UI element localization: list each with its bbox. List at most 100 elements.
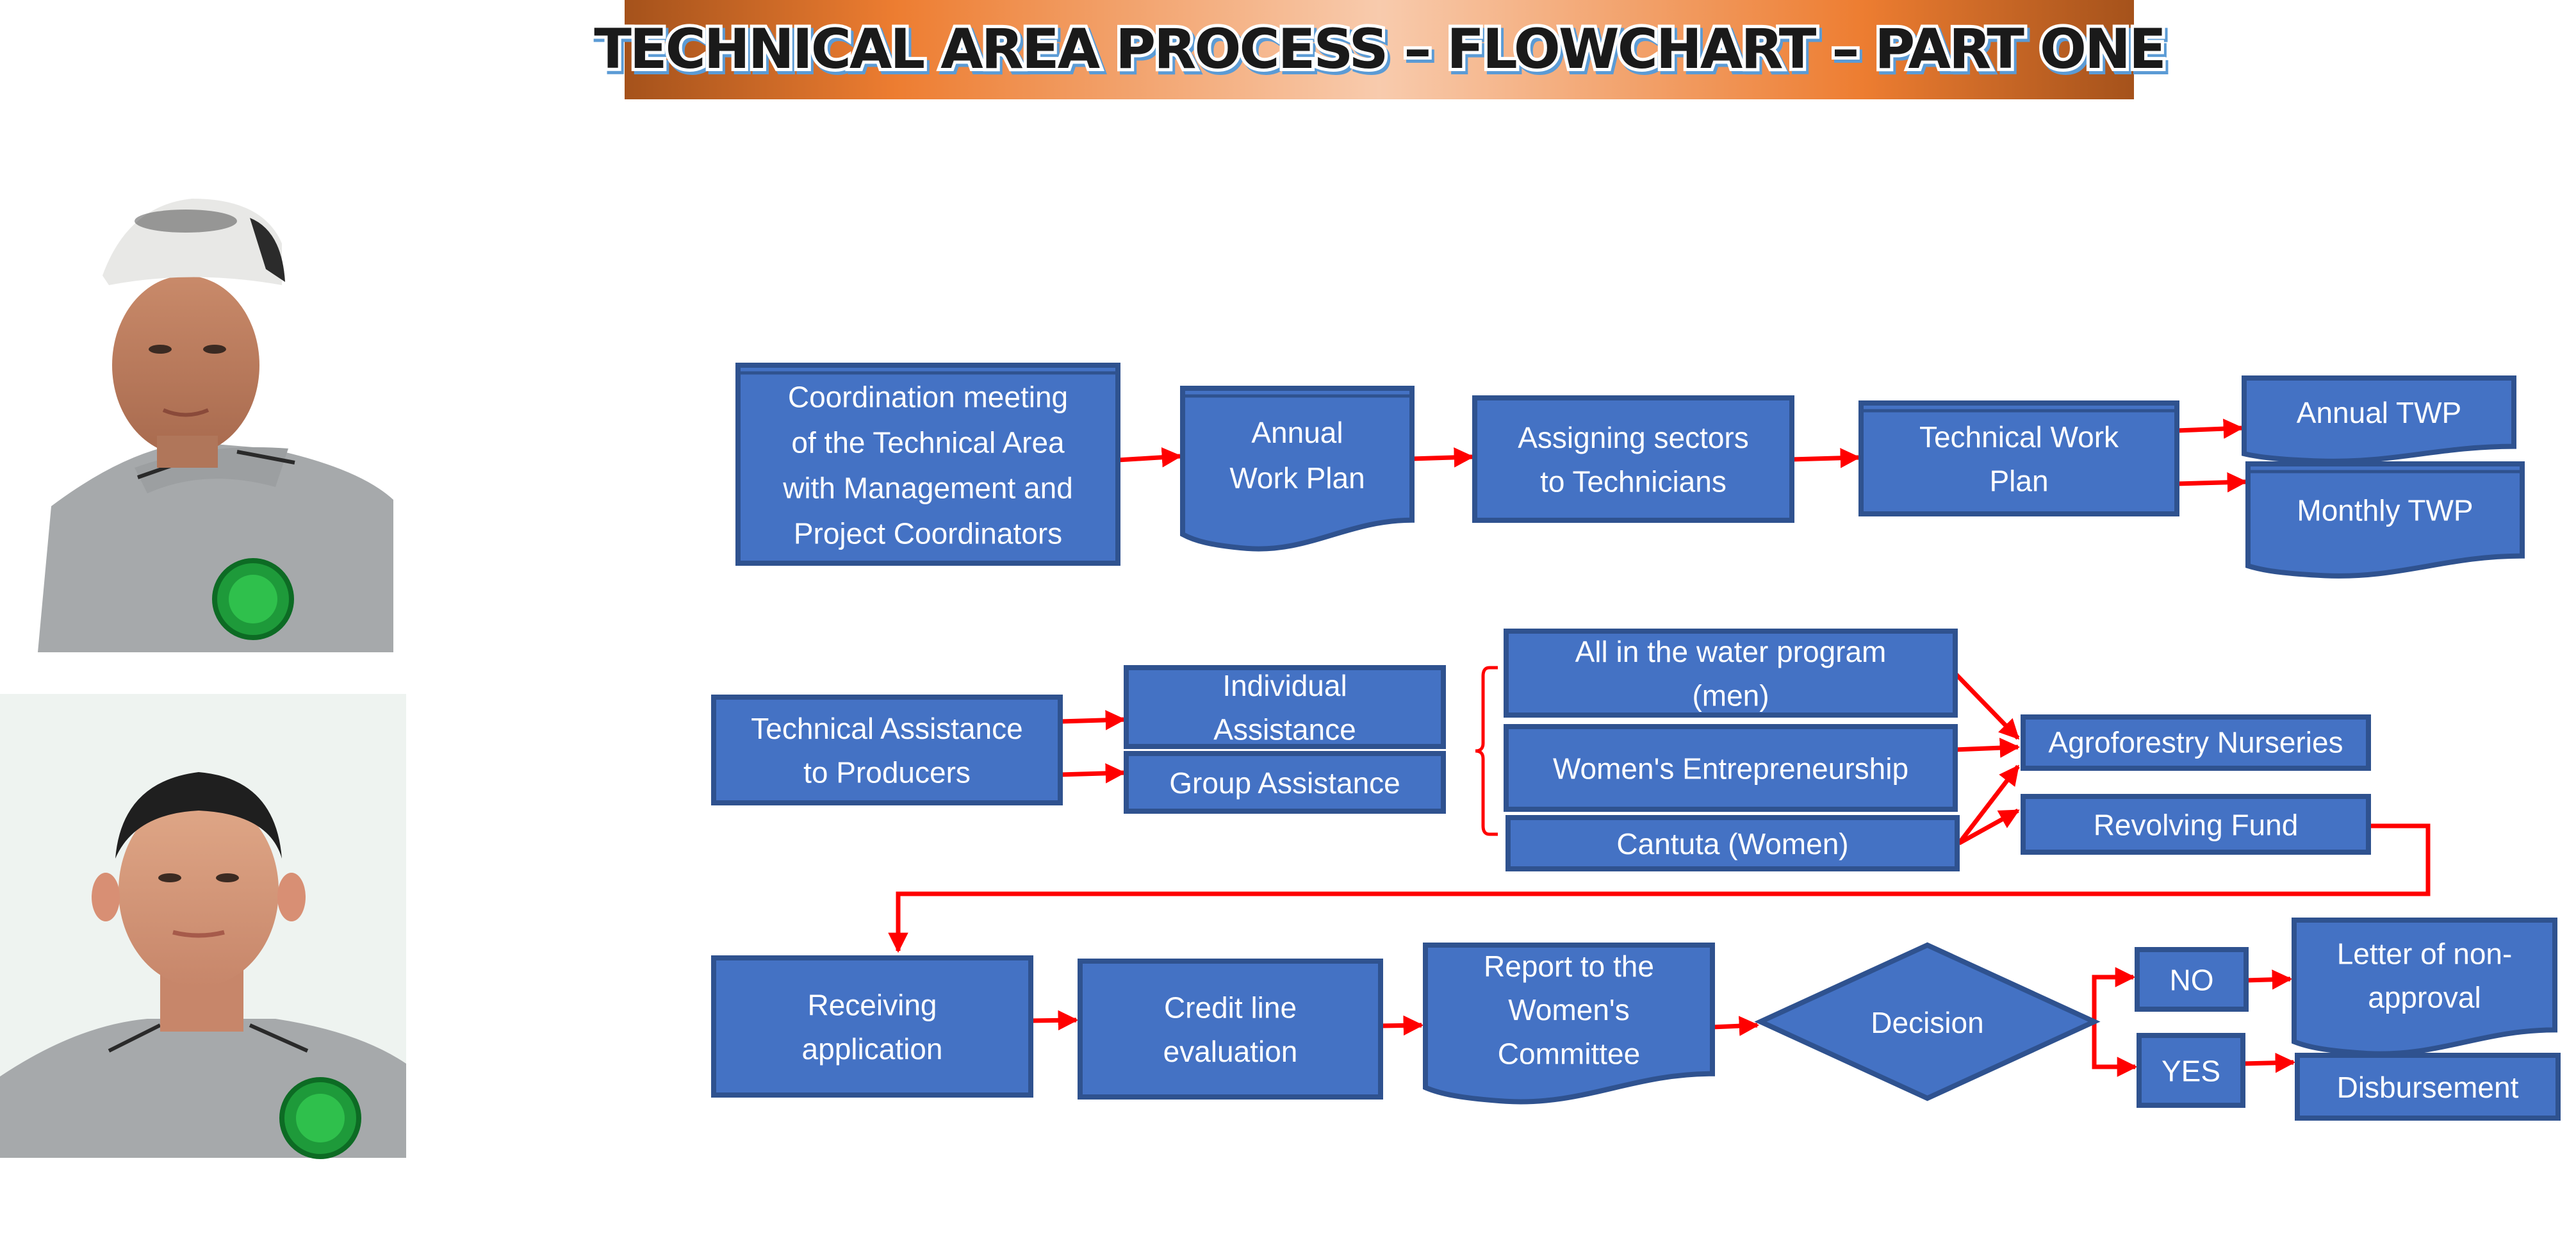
arrow-technical-work-plan-to-monthly-twp bbox=[2176, 472, 2248, 493]
node-yes-label: YES bbox=[2162, 1054, 2220, 1087]
arrow-ta-producers-to-individual bbox=[1060, 710, 1126, 730]
node-water-program-shape bbox=[1504, 629, 1958, 718]
node-individual-shape bbox=[1124, 665, 1446, 749]
node-group: Group Assistance bbox=[1124, 751, 1446, 814]
node-report-label: Report to the bbox=[1484, 950, 1654, 983]
arrow-annual-work-plan-to-assigning bbox=[1411, 447, 1475, 468]
node-monthly-twp-shape bbox=[2245, 461, 2525, 579]
title-banner: TECHNICAL AREA PROCESS – FLOWCHART – PAR… bbox=[591, 0, 2172, 99]
node-coordination-label: with Management and bbox=[782, 472, 1073, 505]
node-agroforestry-label: Agroforestry Nurseries bbox=[2048, 725, 2343, 759]
node-coordination-shape bbox=[735, 363, 1120, 566]
node-monthly-twp: Monthly TWP bbox=[2245, 461, 2525, 579]
node-annual-work-plan-label: Annual bbox=[1251, 416, 1343, 449]
arrow-water-program-to-agroforestry bbox=[1953, 672, 2020, 740]
node-technical-work-plan-label: Plan bbox=[1989, 464, 2048, 497]
node-assigning-label: Assigning sectors bbox=[1518, 421, 1749, 454]
node-no-label: NO bbox=[2170, 963, 2214, 996]
bracket-programs bbox=[1475, 666, 1498, 836]
node-assigning-label: to Technicians bbox=[1540, 465, 1727, 498]
node-no: NO bbox=[2135, 947, 2249, 1012]
node-decision: Decision bbox=[1754, 942, 2101, 1101]
node-report-shape bbox=[1423, 943, 1715, 1105]
node-monthly-twp-label: Monthly TWP bbox=[2297, 494, 2473, 527]
node-receiving-shape bbox=[711, 955, 1033, 1098]
node-revolving-fund-shape bbox=[2021, 794, 2371, 855]
node-letter-label: approval bbox=[2368, 981, 2481, 1014]
node-report-label: Women's bbox=[1508, 993, 1629, 1026]
node-decision-shape bbox=[1754, 942, 2101, 1101]
arrow-decision-to-yes bbox=[2092, 1022, 2138, 1077]
hair bbox=[115, 772, 282, 859]
technician-photo-1 bbox=[38, 195, 393, 652]
node-receiving-label: application bbox=[802, 1032, 943, 1066]
node-annual-work-plan-label: Work Plan bbox=[1229, 461, 1365, 495]
arrow-womens-entrepreneurship-to-agroforestry bbox=[1955, 737, 2021, 758]
node-annual-twp-shape bbox=[2242, 375, 2516, 464]
title-banner-background bbox=[625, 0, 2134, 99]
node-credit-eval-shape bbox=[1078, 959, 1383, 1100]
arrow-receiving-to-credit-eval bbox=[1030, 1010, 1079, 1031]
node-technical-work-plan-shape bbox=[1858, 400, 2179, 516]
node-revolving-fund-label: Revolving Fund bbox=[2094, 808, 2299, 841]
node-disbursement: Disbursement bbox=[2295, 1053, 2561, 1121]
node-cantuta-label: Cantuta (Women) bbox=[1616, 827, 1848, 861]
arrow-yes-to-disbursement bbox=[2242, 1052, 2296, 1073]
node-assigning: Assigning sectors to Technicians bbox=[1472, 395, 1794, 523]
node-ta-producers-label: Technical Assistance bbox=[751, 712, 1022, 745]
node-group-shape bbox=[1124, 751, 1446, 814]
node-no-shape bbox=[2135, 947, 2249, 1012]
node-ta-producers-shape bbox=[711, 695, 1063, 805]
edges-layer bbox=[888, 418, 2431, 1077]
arrow-assigning-to-technical-work-plan bbox=[1791, 448, 1861, 468]
node-coordination-label: Coordination meeting bbox=[788, 381, 1068, 414]
node-letter: Letter of non-approval bbox=[2292, 918, 2557, 1057]
node-disbursement-shape bbox=[2295, 1053, 2561, 1121]
arrow-credit-eval-to-report bbox=[1380, 1015, 1424, 1036]
node-water-program-label: All in the water program bbox=[1575, 635, 1887, 668]
shirt bbox=[38, 442, 393, 652]
node-assigning-shape bbox=[1472, 395, 1794, 523]
node-technical-work-plan-label: Technical Work bbox=[1919, 420, 2119, 454]
node-receiving-label: Receiving bbox=[808, 989, 937, 1022]
title-shadow: TECHNICAL AREA PROCESS – FLOWCHART – PAR… bbox=[596, 21, 2167, 85]
arrow-cantuta-to-revolving-fund bbox=[1958, 808, 2020, 846]
node-receiving: Receiving application bbox=[711, 955, 1033, 1098]
page-title: TECHNICAL AREA PROCESS – FLOWCHART – PAR… bbox=[594, 17, 2165, 81]
node-decision-label: Decision bbox=[1871, 1006, 1983, 1039]
title-outline: TECHNICAL AREA PROCESS – FLOWCHART – PAR… bbox=[594, 17, 2165, 81]
arrow-no-to-letter bbox=[2245, 969, 2293, 990]
node-yes-shape bbox=[2137, 1033, 2245, 1108]
technician-photo-2 bbox=[0, 694, 406, 1159]
arrow-cantuta-to-agroforestry bbox=[1957, 764, 2020, 845]
node-agroforestry-shape bbox=[2021, 714, 2371, 771]
arrow-coordination-to-annual-work-plan bbox=[1117, 447, 1183, 468]
node-coordination-label: of the Technical Area bbox=[791, 426, 1065, 459]
node-individual-label: Assistance bbox=[1213, 713, 1356, 746]
node-water-program-label: (men) bbox=[1692, 679, 1769, 712]
arrow-technical-work-plan-to-annual-twp bbox=[2176, 418, 2244, 439]
arrow-decision-to-no bbox=[2092, 967, 2136, 1022]
node-ta-producers-label: to Producers bbox=[803, 755, 971, 789]
node-coordination: Coordination meeting of the Technical Are… bbox=[735, 363, 1120, 566]
node-yes: YES bbox=[2137, 1033, 2245, 1108]
arrow-ta-producers-to-group bbox=[1060, 763, 1126, 784]
node-group-label: Group Assistance bbox=[1169, 766, 1400, 800]
node-revolving-fund: Revolving Fund bbox=[2021, 794, 2371, 855]
node-womens-entrepreneurship: Women's Entrepreneurship bbox=[1504, 724, 1958, 812]
node-credit-eval-label: evaluation bbox=[1163, 1035, 1298, 1068]
node-annual-twp-label: Annual TWP bbox=[2297, 396, 2461, 429]
node-ta-producers: Technical Assistance to Producers bbox=[711, 695, 1063, 805]
nodes-layer: Coordination meeting of the Technical Are… bbox=[711, 363, 2561, 1121]
arrow-revolving-fund-to-receiving bbox=[888, 823, 2431, 953]
node-disbursement-label: Disbursement bbox=[2337, 1071, 2519, 1104]
node-annual-work-plan-shape bbox=[1180, 386, 1415, 552]
node-water-program: All in the water program (men) bbox=[1504, 629, 1958, 718]
face bbox=[119, 795, 279, 987]
node-cantuta-shape bbox=[1505, 815, 1960, 871]
node-womens-entrepreneurship-shape bbox=[1504, 724, 1958, 812]
